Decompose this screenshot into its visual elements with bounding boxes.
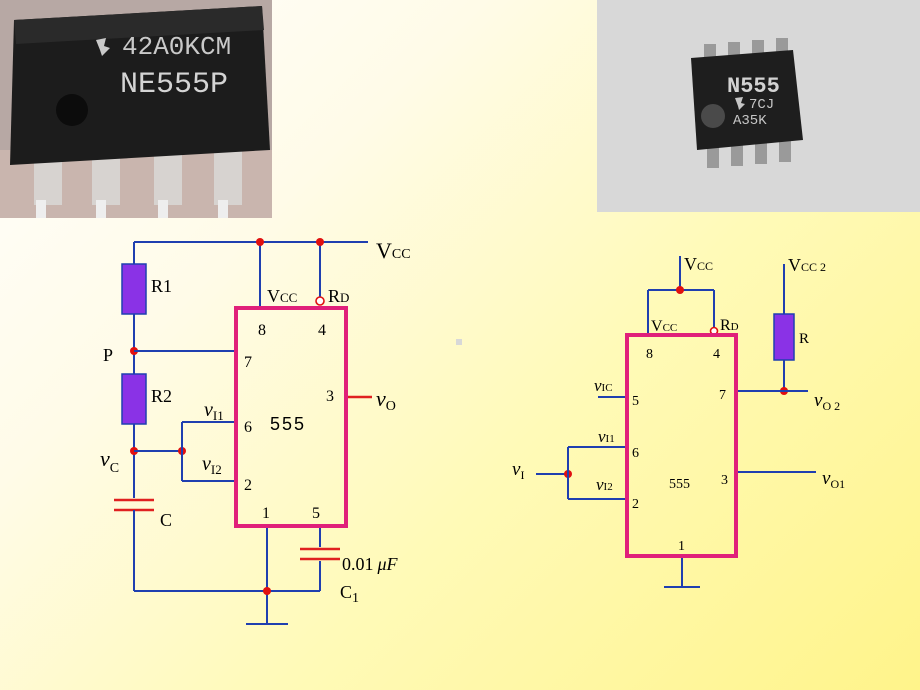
pin-4-right: 4	[713, 347, 720, 362]
vi2-label: vI2	[202, 453, 222, 477]
smd-marking-1: N555	[727, 74, 780, 99]
smd-marking-3: A35K	[733, 113, 767, 129]
pin-5-right: 5	[632, 394, 639, 409]
ti-logo-icon	[96, 38, 110, 56]
c-label: C	[160, 510, 172, 530]
p-label: P	[103, 345, 113, 365]
pin-1-right: 1	[678, 539, 685, 554]
pin-rd-label: RD	[328, 286, 349, 306]
resistor-r	[773, 313, 795, 361]
pin-7-right: 7	[719, 388, 726, 403]
vic-label: vIC	[594, 376, 613, 395]
pin-3: 3	[326, 388, 334, 405]
r2-label: R2	[151, 386, 172, 406]
node-dot	[676, 286, 684, 294]
dip-marking-1: 42A0KCM	[122, 32, 231, 62]
chip-555-right	[625, 333, 738, 558]
vcc-label-right: VCC	[684, 254, 713, 274]
pin-6: 6	[244, 419, 252, 436]
r1-label: R1	[151, 276, 172, 296]
ti-logo-small-icon	[735, 97, 745, 110]
chip-555-left	[234, 306, 348, 528]
pin-4: 4	[318, 322, 326, 339]
r-label: R	[799, 331, 809, 347]
vi1-label-right: vI1	[598, 427, 615, 446]
pin-2-right: 2	[632, 497, 639, 512]
pin-vcc-label: VCC	[267, 286, 297, 306]
pin-2: 2	[244, 477, 252, 494]
vcc2-label: VCC 2	[788, 255, 826, 275]
smd-chip-image: N555 7CJ A35K	[597, 0, 920, 212]
ne555-dip-photo: 42A0KCM NE555P	[0, 0, 272, 218]
pin-6-right: 6	[632, 446, 639, 461]
vo-label: vO	[376, 386, 396, 414]
vc-label: vC	[100, 446, 119, 476]
pin-1: 1	[262, 505, 270, 522]
vo2-label: vO 2	[814, 390, 840, 413]
vcc-label: VCC	[376, 238, 411, 263]
pin-rd-label-right: RD	[720, 317, 739, 334]
pin-8-right: 8	[646, 347, 653, 362]
vi-label: vI	[512, 459, 524, 482]
resistor-r2	[121, 373, 147, 425]
dip-marking-2: NE555P	[120, 68, 228, 102]
right-circuit: VCC VCC 2 R VCC RD vIC vI1 vI2 vI vO 2 v…	[512, 254, 845, 588]
node-dot	[263, 587, 271, 595]
vi1-label: vI1	[204, 399, 224, 423]
dip-chip-image: 42A0KCM NE555P	[0, 0, 272, 218]
smd-marking-2: 7CJ	[749, 97, 774, 113]
node-dot	[316, 238, 324, 246]
pin-8: 8	[258, 322, 266, 339]
node-dot	[256, 238, 264, 246]
vo1-label: vO1	[822, 468, 845, 491]
pin-5: 5	[312, 505, 320, 522]
chip-label-555: 555	[270, 414, 306, 434]
pin-3-right: 3	[721, 473, 728, 488]
n555-smd-photo: N555 7CJ A35K	[597, 0, 920, 212]
chip-label-555-right: 555	[669, 477, 690, 492]
resistor-r1	[121, 263, 147, 315]
vi2-label-right: vI2	[596, 475, 613, 494]
divider-mark	[456, 339, 462, 345]
rd-pin-bubble	[315, 296, 325, 306]
pin-vcc-label-right: VCC	[651, 318, 677, 335]
pin-7: 7	[244, 354, 252, 371]
c1-label: C1	[340, 582, 359, 606]
